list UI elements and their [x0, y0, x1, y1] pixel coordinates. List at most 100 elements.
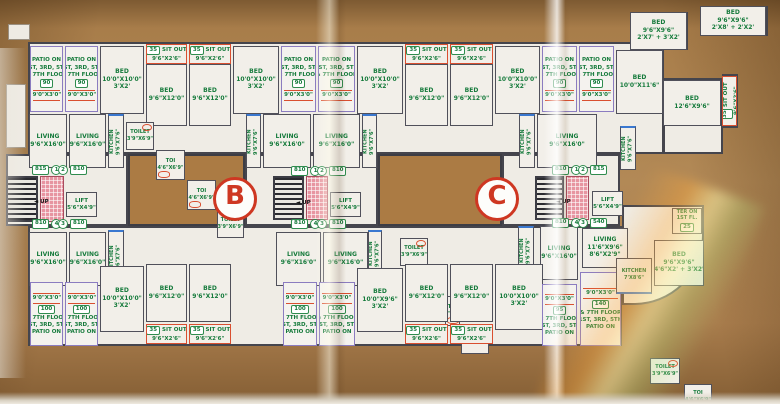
room-label: 9'0"X3'0": [321, 293, 353, 304]
flat-area: 810: [291, 166, 309, 176]
room-label: LIVING: [36, 250, 60, 258]
room-label: 2'X7' + 3'X2': [637, 34, 680, 42]
room-label: BED: [464, 86, 479, 94]
room-label: PATIO ON: [285, 329, 315, 336]
room-label: 1ST, 3RD, 5TH: [282, 64, 316, 71]
room-label: 9'6"X2'6": [457, 56, 486, 63]
room-label: BED: [419, 86, 434, 94]
room-label: BED: [512, 284, 526, 292]
room-label: 3'9"X6'9": [651, 370, 679, 377]
area-badge: 35: [147, 325, 161, 336]
room-label: 11'6"X9'6": [587, 243, 623, 251]
room-label: LIVING: [76, 132, 99, 140]
stair-core-a-up-arrow: ◄ UP: [34, 199, 49, 205]
flat-number: 2: [317, 166, 327, 176]
room-label: 9'6"X2'6": [152, 336, 181, 343]
flat-area: 810: [329, 166, 347, 176]
flat-area: 810: [70, 219, 88, 229]
room-label: BED: [632, 73, 647, 81]
room-label: 9'6"X7'6": [526, 128, 533, 155]
room-label: LIVING: [76, 250, 99, 258]
room-label: 10'0"X9'6": [362, 295, 398, 303]
room-label: SIT OUT: [205, 47, 231, 54]
room-label: 1ST, 3RD, 5TH: [284, 322, 317, 329]
room-label: LIVING: [593, 235, 617, 243]
flat-area: 810: [552, 165, 570, 175]
room-label: PATIO ON: [544, 57, 575, 64]
room-label: 9'6"X16'0": [549, 140, 585, 148]
room-label: & 7TH FLOOR: [66, 71, 98, 78]
room-label: 10'0"X10'0": [236, 75, 276, 83]
room-label: LIVING: [555, 132, 579, 140]
room-label: 9'0"X3'0": [67, 90, 96, 101]
room-label: 9'6"X2'6": [152, 56, 181, 63]
stair-core-b-lobby: [306, 176, 328, 220]
room-label: 9'0"X3'0": [544, 294, 575, 305]
room-label: 10'0"X10'0": [497, 75, 538, 83]
room-label: PATIO ON: [581, 57, 612, 64]
room-label: 90: [39, 78, 54, 89]
flat-area: 810: [329, 219, 347, 229]
room-label: BED: [115, 67, 129, 75]
room-label: PATIO ON: [31, 57, 62, 64]
room-label: TOILET: [404, 244, 424, 251]
room-label: 4'6"X6'9": [157, 164, 184, 171]
room-label: TOI: [693, 389, 703, 396]
flat-number: 2: [58, 165, 68, 175]
stair-core-a-lobby: [40, 176, 64, 222]
room-label: & 7TH FLOOR: [580, 71, 613, 78]
flat-area: 810: [291, 219, 309, 229]
room-label: 9'6"X12'0": [453, 292, 490, 300]
room-label: 9'6"X12'0": [148, 94, 185, 102]
page-fragment: [8, 24, 30, 40]
room-label: 9'6"X16'0": [69, 140, 106, 148]
room-label: 9'0"X3'0": [32, 90, 61, 101]
room-label: 9'6"X12'0": [192, 292, 228, 300]
room-label: 10'0"X10'0": [360, 75, 400, 83]
room-label: 5'6"X4'9": [67, 205, 96, 211]
room-label: 9'6"X2'6": [412, 336, 441, 343]
room-label: 9'6"X12'0": [148, 292, 185, 300]
room-label: 100: [72, 304, 91, 315]
flat-area: 815: [32, 165, 50, 175]
room-label: 9'6"X16'0": [280, 258, 317, 266]
area-badge: 35: [406, 325, 421, 336]
stair-core-b-up-arrow: ◄ UP: [296, 200, 311, 206]
flat-area: 810: [70, 165, 88, 175]
room-label: 1ST FL.: [676, 215, 698, 222]
room-label: & 7TH FLOOR: [543, 316, 576, 323]
room-label: 9'0"X3'0": [67, 293, 96, 304]
room-label: 9'6"X9'6": [663, 258, 695, 266]
room-label: PATIO ON: [283, 57, 314, 64]
room-label: 9'6"X7'6": [627, 135, 634, 162]
